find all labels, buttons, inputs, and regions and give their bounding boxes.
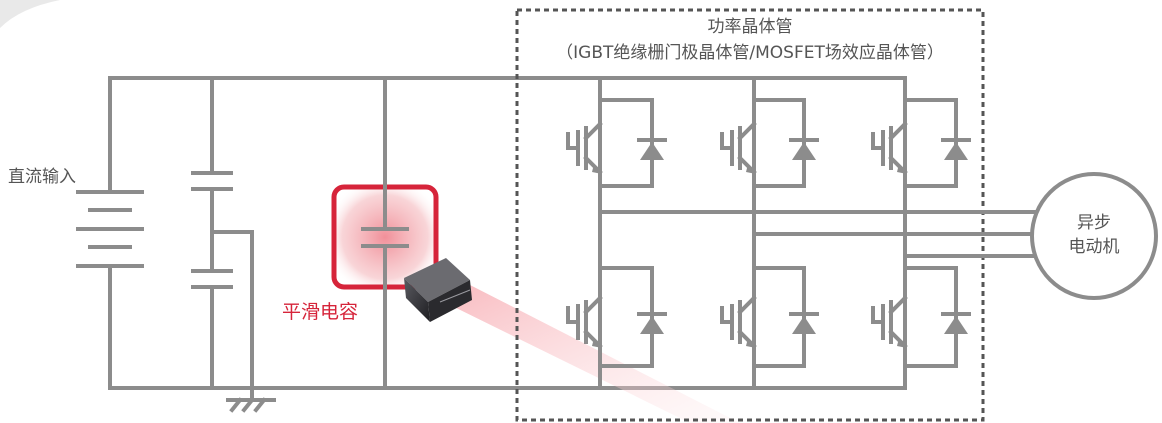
diode-icon bbox=[789, 292, 819, 356]
film-capacitor-icon bbox=[404, 258, 472, 322]
battery-icon bbox=[76, 190, 144, 268]
diode-icon bbox=[637, 118, 667, 182]
series-capacitors bbox=[191, 76, 254, 398]
motor-icon bbox=[1030, 172, 1158, 300]
igbt-icon bbox=[720, 296, 758, 350]
power-transistor-subtitle: （IGBT绝缘栅门极晶体管/MOSFET场效应晶体管） bbox=[556, 43, 944, 63]
diode-icon bbox=[789, 118, 819, 182]
motor-label-line2: 电动机 bbox=[1069, 237, 1120, 257]
smoothing-capacitor bbox=[361, 76, 409, 390]
highlight-beam bbox=[440, 285, 740, 423]
igbt-icon bbox=[871, 296, 909, 350]
diode-icon bbox=[941, 292, 971, 356]
igbt-icon bbox=[720, 122, 758, 176]
bridge-leg-1 bbox=[566, 76, 667, 390]
diode-icon bbox=[941, 118, 971, 182]
motor-label-line1: 异步 bbox=[1077, 213, 1111, 233]
three-phase-output bbox=[598, 210, 1036, 258]
dc-input-label: 直流输入 bbox=[8, 167, 76, 187]
igbt-icon bbox=[871, 122, 909, 176]
ground-icon bbox=[226, 397, 276, 413]
diode-icon bbox=[637, 292, 667, 356]
corner-swoosh bbox=[0, 0, 60, 28]
smoothing-capacitor-label: 平滑电容 bbox=[282, 301, 358, 323]
power-transistor-title: 功率晶体管 bbox=[708, 17, 793, 37]
igbt-icon bbox=[566, 122, 604, 176]
dc-bus bbox=[108, 76, 907, 390]
power-transistor-box bbox=[515, 8, 985, 422]
